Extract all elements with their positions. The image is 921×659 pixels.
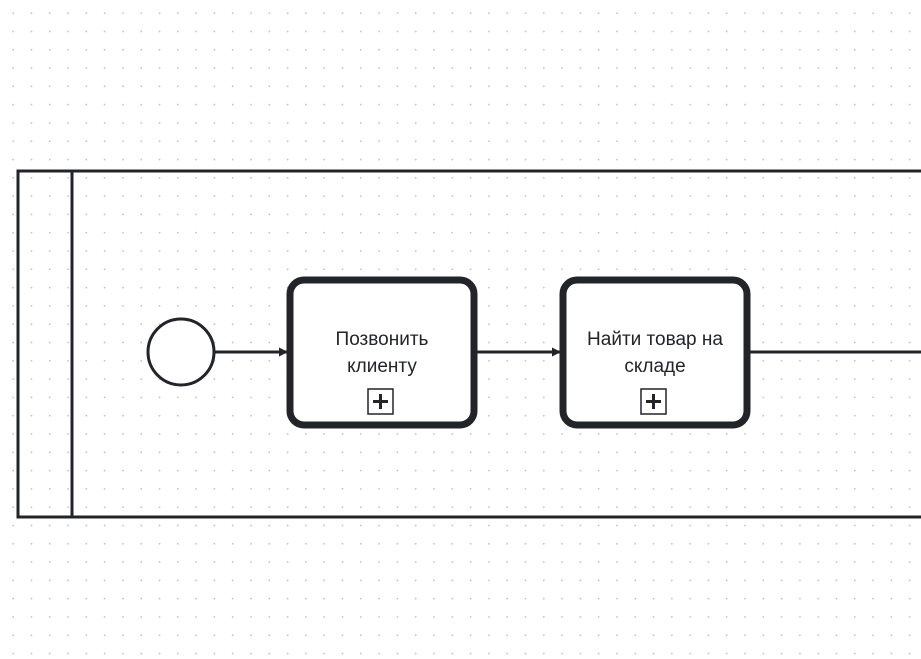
subprocess-plus-icon[interactable]: [640, 388, 667, 415]
task-find-item[interactable]: Найти товар на складе: [559, 276, 751, 429]
pool[interactable]: [16, 169, 921, 519]
start-event[interactable]: [146, 317, 216, 387]
task-label: Найти товар на: [587, 329, 723, 350]
task-label: клиенту: [347, 356, 417, 377]
task-label: складе: [624, 356, 685, 377]
subprocess-plus-icon[interactable]: [367, 388, 394, 415]
task-call-client[interactable]: Позвонить клиенту: [286, 276, 478, 429]
task-label: Позвонить: [336, 329, 429, 350]
